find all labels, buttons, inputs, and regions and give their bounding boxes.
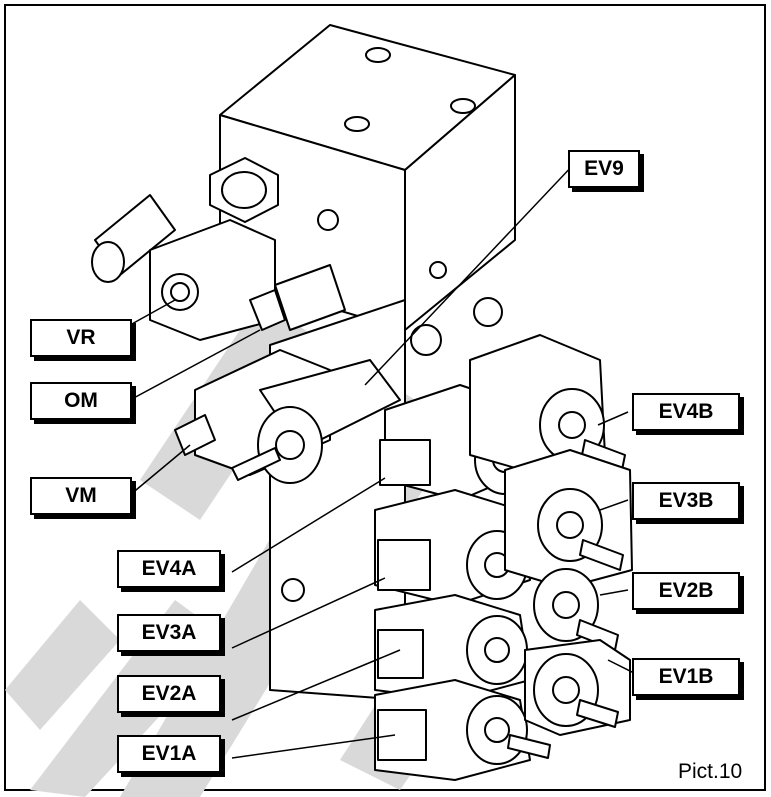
figure-border [4, 4, 766, 791]
label-ev9: EV9 [568, 150, 640, 188]
figure-caption: Pict.10 [678, 760, 743, 783]
label-ev2b: EV2B [632, 572, 740, 610]
label-vm: VM [30, 477, 132, 515]
label-ev3b: EV3B [632, 482, 740, 520]
label-ev1a: EV1A [117, 735, 221, 773]
ev3b-solenoid [504, 449, 633, 589]
drawing-lines [91, 24, 641, 781]
top-hole-3 [344, 116, 370, 132]
screw-2 [429, 261, 447, 279]
ev1b-solenoid [524, 639, 631, 736]
om-handle [249, 289, 286, 331]
screw-1 [317, 209, 339, 231]
label-ev1b: EV1B [632, 658, 740, 696]
label-ev3a: EV3A [117, 614, 221, 652]
vm-knob [174, 414, 216, 456]
ev4b-solenoid [469, 334, 626, 476]
label-om: OM [30, 382, 132, 420]
top-hole-2 [450, 98, 476, 114]
ev2b-solenoid [533, 568, 619, 651]
label-ev4a: EV4A [117, 550, 221, 588]
screw-4 [410, 324, 442, 356]
screw-3 [473, 297, 503, 327]
ev2a-solenoid [374, 594, 531, 701]
label-vr: VR [30, 319, 132, 357]
ev1a-solenoid [374, 679, 551, 781]
label-ev2a: EV2A [117, 675, 221, 713]
top-hole-1 [365, 47, 391, 63]
leader-lines [129, 162, 641, 759]
label-ev4b: EV4B [632, 393, 740, 431]
